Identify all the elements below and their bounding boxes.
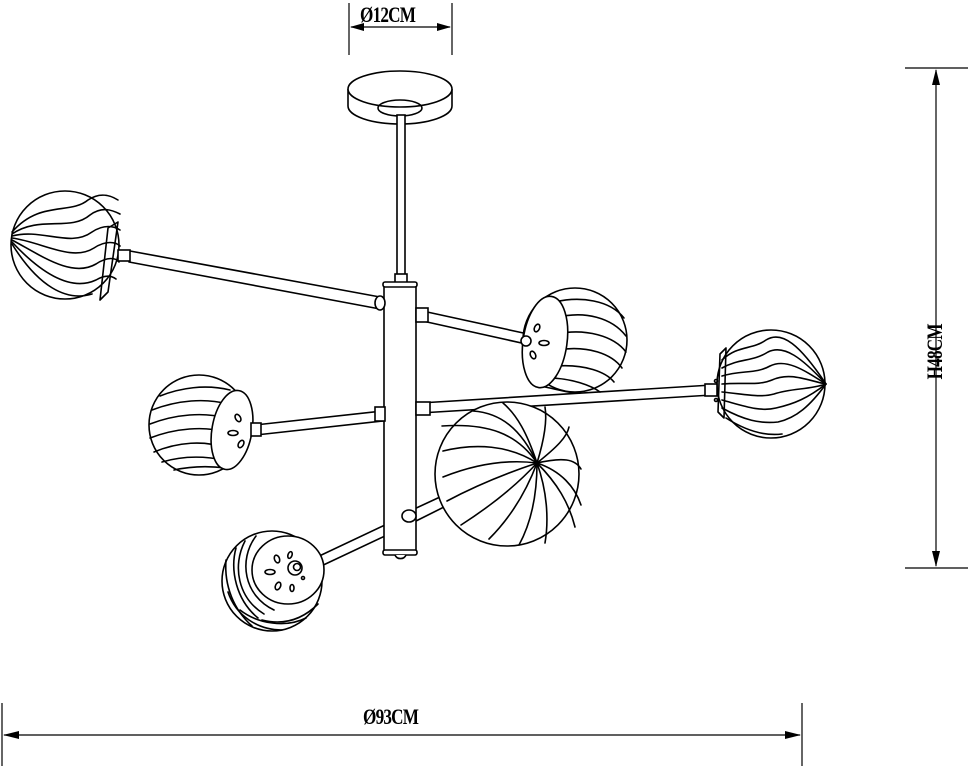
globe-lower-left xyxy=(221,530,325,632)
ceiling-canopy xyxy=(347,70,453,125)
globe-right xyxy=(704,329,827,439)
diameter-dimension xyxy=(1,703,803,766)
suspension-rod xyxy=(394,114,408,285)
canopy-diameter-label: Ø12CM xyxy=(360,2,416,27)
canopy-dimension xyxy=(348,3,453,55)
central-cylinder xyxy=(374,281,431,560)
height-dimension xyxy=(905,67,968,569)
arms xyxy=(128,250,713,577)
globe-mid-left xyxy=(148,374,262,476)
height-label: H48CM xyxy=(922,324,947,380)
overall-diameter-label: Ø93CM xyxy=(363,704,419,729)
globe-upper-left xyxy=(10,190,131,301)
globe-upper-right-mid xyxy=(520,287,628,394)
globe-front-large xyxy=(434,401,582,547)
